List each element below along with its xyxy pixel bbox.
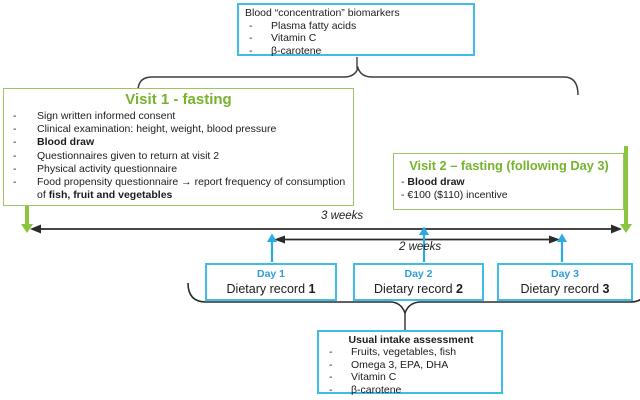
visit1-title: Visit 1 - fasting (125, 91, 232, 108)
visit1-box: Visit 1 - fasting - Sign written informe… (3, 88, 354, 206)
label-3-weeks: 3 weeks (321, 210, 364, 222)
label-2-weeks: 2 weeks (399, 241, 442, 253)
day2-arrow (419, 226, 429, 262)
list-item: - Blood draw (8, 136, 349, 149)
visit1-item: Physical activity questionnaire (37, 162, 178, 175)
timeline-arrow-3weeks (30, 224, 622, 234)
list-item: - Plasma fatty acids (245, 20, 469, 33)
biomarkers-box: Blood “concentration” biomarkers - Plasm… (237, 3, 475, 58)
usual-intake-box: Usual intake assessment - Fruits, vegeta… (317, 330, 503, 396)
usual-intake-title: Usual intake assessment (348, 334, 474, 346)
visit1-item: Food propensity questionnaire → report f… (37, 176, 346, 202)
visit1-list: - Sign written informed consent - Clinic… (8, 110, 349, 202)
usual-intake-item: Fruits, vegetables, fish (351, 346, 457, 359)
visit2-box: Visit 2 – fasting (following Day 3) - Bl… (393, 153, 624, 210)
list-item: - Fruits, vegetables, fish (323, 346, 499, 358)
visit2-item: - €100 ($110) incentive (401, 189, 508, 201)
biomarker-item: Plasma fatty acids (271, 19, 357, 32)
visit2-timeline-arrow (620, 146, 632, 233)
list-item: - Questionnaires given to return at visi… (8, 150, 349, 163)
bullet-dash: - (329, 371, 333, 384)
day1-box: Day 1 Dietary record 1 (205, 263, 337, 301)
day2-label: Day 2 (404, 268, 433, 280)
bottom-brace (187, 282, 640, 331)
bullet-dash: - (249, 19, 253, 32)
bullet-dash: - (13, 123, 17, 136)
bullet-dash: - (249, 44, 253, 57)
day1-record: Dietary record 1 (226, 282, 316, 296)
biomarker-item: β-carotene (271, 44, 322, 57)
day1-label: Day 1 (256, 268, 286, 280)
day2-record: Dietary record 2 (374, 282, 463, 296)
usual-intake-item: β-carotene (351, 383, 402, 396)
visit1-timeline-arrow (21, 206, 33, 233)
day3-record: Dietary record 3 (520, 282, 610, 296)
bullet-dash: - (329, 346, 333, 359)
visit1-item: Blood draw (37, 136, 95, 149)
usual-intake-list: - Fruits, vegetables, fish - Omega 3, EP… (323, 346, 499, 396)
list-item: - Sign written informed consent (8, 110, 349, 123)
list-item: - Vitamin C (245, 32, 469, 45)
day3-label: Day 3 (550, 268, 580, 280)
biomarkers-list: - Plasma fatty acids - Vitamin C - β-car… (245, 20, 469, 58)
bullet-dash: - (329, 358, 333, 371)
bullet-dash: - (13, 162, 17, 175)
biomarkers-title: Blood “concentration” biomarkers (245, 7, 400, 19)
bullet-dash: - (329, 383, 333, 396)
top-brace (137, 65, 579, 96)
visit1-item: Sign written informed consent (37, 110, 176, 122)
bullet-dash: - (249, 32, 253, 44)
list-item: - Vitamin C (323, 371, 499, 383)
list-item: - Omega 3, EPA, DHA (323, 359, 499, 371)
timeline-arrow-2weeks (274, 235, 560, 244)
list-item: - Clinical examination: height, weight, … (8, 123, 349, 136)
day1-arrow (267, 233, 277, 262)
visit2-item: - Blood draw (401, 176, 465, 188)
day2-box: Day 2 Dietary record 2 (353, 263, 484, 301)
list-item: - β-carotene (245, 45, 469, 58)
list-item: - Food propensity questionnaire → report… (8, 176, 349, 202)
bullet-dash: - (13, 149, 17, 162)
visit2-title: Visit 2 – fasting (following Day 3) (409, 158, 609, 173)
bullet-dash: - (13, 176, 17, 189)
list-item: - β-carotene (323, 384, 499, 396)
bullet-dash: - (13, 136, 17, 149)
day3-box: Day 3 Dietary record 3 (497, 263, 633, 301)
usual-intake-item: Omega 3, EPA, DHA (351, 358, 449, 371)
usual-intake-item: Vitamin C (351, 371, 397, 384)
list-item: - Physical activity questionnaire (8, 163, 349, 176)
biomarker-item: Vitamin C (271, 32, 317, 44)
bullet-dash: - (13, 110, 17, 122)
day3-arrow (557, 233, 567, 262)
visit1-item: Questionnaires given to return at visit … (37, 149, 220, 162)
visit1-item: Clinical examination: height, weight, bl… (37, 123, 277, 136)
